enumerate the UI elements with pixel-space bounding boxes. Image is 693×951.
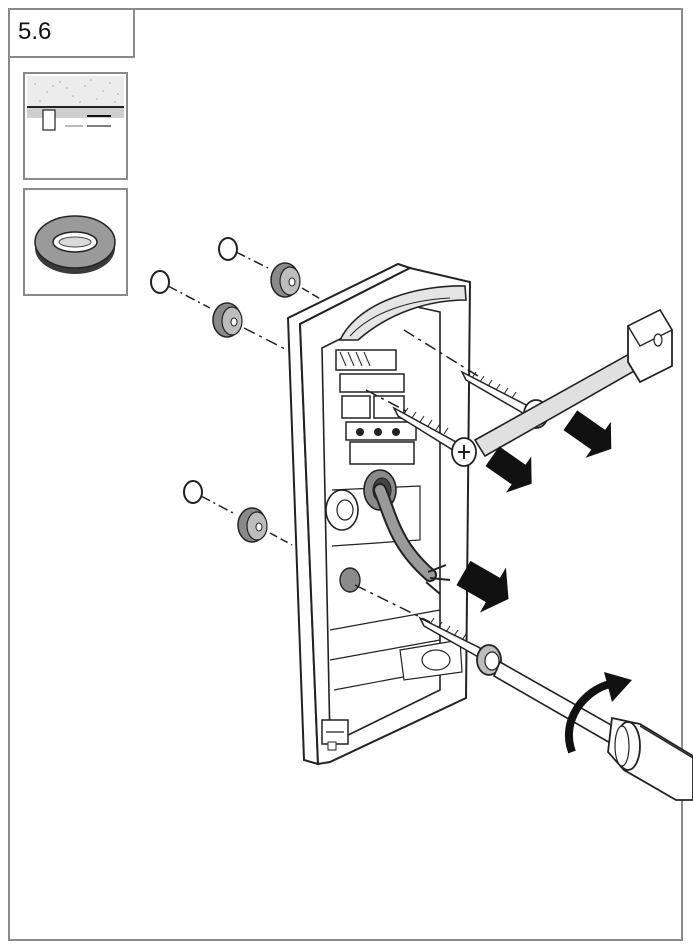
push-arrow-cable-icon [456, 560, 509, 613]
wall-section-thumbnail [23, 72, 128, 180]
wall-plug-top [218, 237, 323, 301]
wall-section-icon [27, 76, 124, 131]
step-number-box: 5.6 [8, 8, 135, 58]
screw-middle [392, 406, 477, 467]
push-arrow-upper-icon [563, 410, 612, 458]
grommet-thumbnail [23, 188, 128, 296]
screwdriver-bit [473, 308, 673, 458]
back-plate [286, 262, 472, 766]
rotation-arrow-icon [564, 672, 632, 754]
wall-plug-bottom [183, 480, 293, 546]
step-number: 5.6 [18, 18, 52, 45]
push-arrow-middle-icon [485, 446, 532, 493]
cable [373, 483, 451, 595]
grommet-icon [34, 215, 116, 274]
screw-lower [418, 616, 502, 676]
screwdriver [492, 660, 693, 801]
